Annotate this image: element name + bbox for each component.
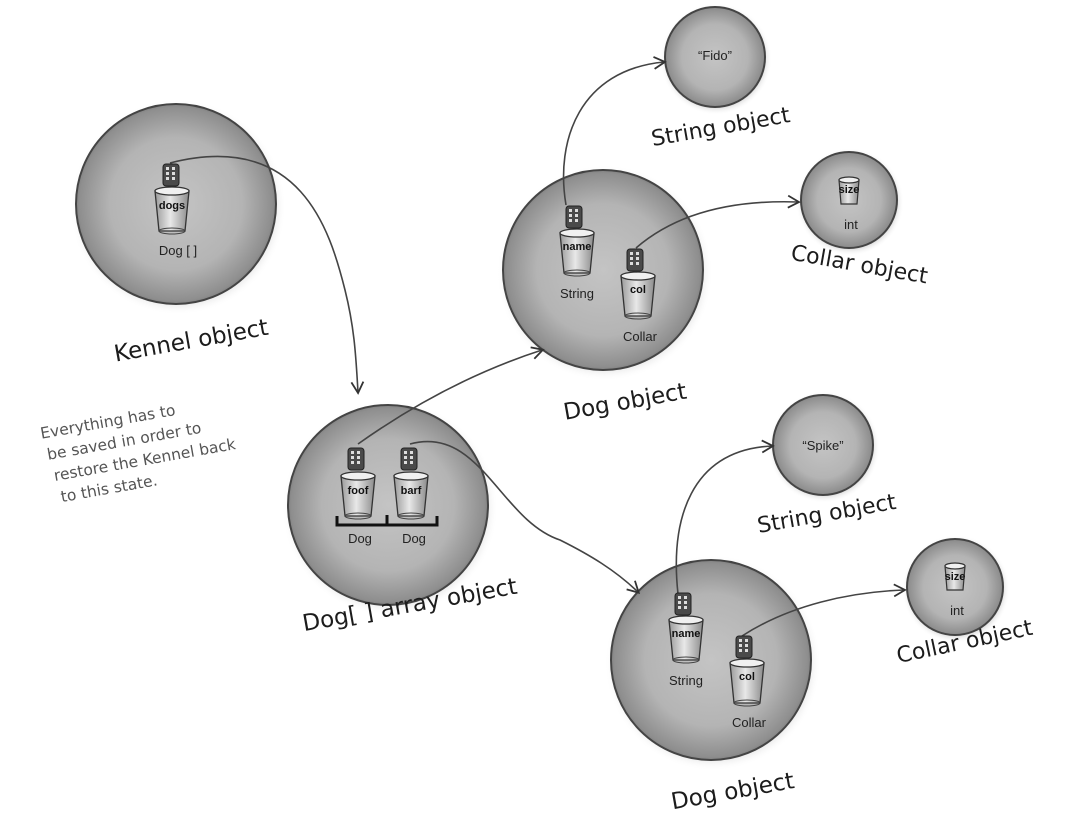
collar1-type: int xyxy=(844,217,858,232)
string1-value: “Fido” xyxy=(698,48,732,63)
dog1-col-var: col xyxy=(630,284,646,296)
remote-control-icon xyxy=(347,447,365,471)
string1-object-ball xyxy=(660,3,772,115)
kennel-var-name: dogs xyxy=(159,200,185,212)
collar2-size-variable: size int xyxy=(944,562,966,618)
dog2-caption: Dog object xyxy=(669,768,796,815)
dog2-col-variable: col Collar xyxy=(729,635,767,730)
array-object-ball xyxy=(282,400,498,616)
dog2-col-type: Collar xyxy=(732,715,767,730)
dog1-col-type: Collar xyxy=(623,329,658,344)
remote-control-icon xyxy=(735,635,753,659)
dog1-caption: Dog object xyxy=(561,379,688,426)
dog2-name-var: name xyxy=(672,628,701,640)
arrow-col-to-collar2 xyxy=(741,583,907,637)
dog2-name-variable: name String xyxy=(668,592,704,688)
collar1-size-variable: size int xyxy=(838,176,860,232)
kennel-caption: Kennel object xyxy=(112,315,270,368)
array-var1-name: foof xyxy=(348,485,369,497)
remote-control-icon xyxy=(565,205,583,229)
array-type2: Dog xyxy=(402,531,426,546)
dog2-object-ball xyxy=(605,555,821,771)
kennel-dogs-variable: dogs Dog [ ] xyxy=(154,163,197,258)
remote-control-icon xyxy=(674,592,692,616)
array-foof-variable: foof xyxy=(340,447,376,520)
dog2-name-type: String xyxy=(669,673,703,688)
dog2-col-var: col xyxy=(739,671,755,683)
array-barf-variable: barf xyxy=(393,447,429,520)
collar2-type: int xyxy=(950,603,964,618)
arrow-foof-to-dog1 xyxy=(357,346,545,445)
array-type1: Dog xyxy=(348,531,372,546)
collar2-var: size xyxy=(945,571,966,583)
arrow-dogs-to-array xyxy=(169,155,365,395)
arrow-barf-to-dog2 xyxy=(409,440,641,594)
dog1-name-var: name xyxy=(563,241,592,253)
string2-object-ball xyxy=(768,391,880,503)
arrow-col-to-collar1 xyxy=(635,194,801,249)
dog1-col-variable: col Collar xyxy=(620,248,658,344)
dog1-object-ball xyxy=(497,165,713,381)
string2-value: “Spike” xyxy=(802,438,843,453)
dog1-name-variable: name String xyxy=(559,205,595,301)
dog1-name-type: String xyxy=(560,286,594,301)
array-bracket xyxy=(335,515,439,527)
reference-arrows xyxy=(169,56,907,637)
remote-control-icon xyxy=(626,248,644,272)
arrow-name-to-spike xyxy=(675,439,775,595)
remote-control-icon xyxy=(162,163,180,187)
handwritten-note: Everything has to be saved in order to r… xyxy=(39,401,237,506)
collar1-var: size xyxy=(839,184,860,196)
array-var2-name: barf xyxy=(401,485,422,497)
arrow-name-to-fido xyxy=(562,56,667,206)
remote-control-icon xyxy=(400,447,418,471)
kennel-var-type: Dog [ ] xyxy=(159,243,197,258)
